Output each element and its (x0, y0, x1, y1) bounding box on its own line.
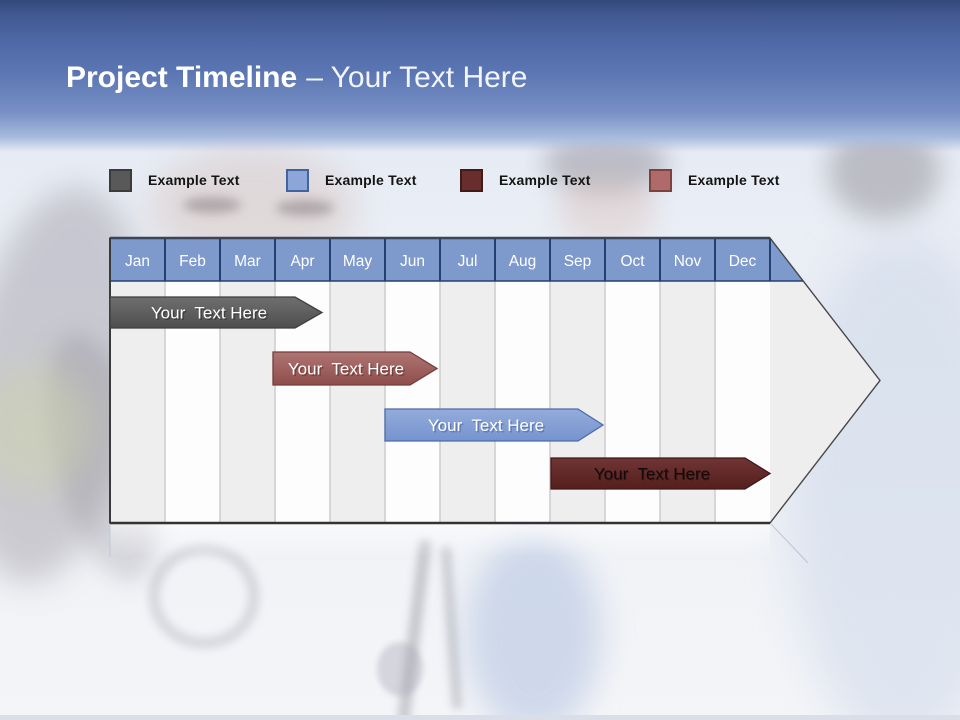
photo-blob-eye (183, 197, 241, 213)
legend-swatch-1 (286, 168, 309, 192)
photo-blob-eye (276, 200, 334, 216)
month-header-band (110, 238, 804, 281)
timeline-arrow-chart: Jan Feb Mar Apr May Jun Jul Aug Sep Oct … (109, 236, 881, 563)
task-bar-4-label: Your Text Here (594, 465, 710, 484)
task-bar-4-label-shadow: Your Text Here (595, 466, 711, 485)
task-bar-3-label-shadow: Your Text Here (429, 418, 545, 437)
page-title-suffix: – Your Text Here (306, 61, 528, 94)
legend-swatch-3 (649, 168, 672, 192)
task-bar-1-label: Your Text Here (151, 303, 267, 322)
task-bar-4 (550, 457, 772, 490)
arrow-head-area (770, 281, 880, 523)
reflection-diagonal (770, 523, 809, 563)
task-bar-1-label-shadow: Your Text Here (152, 305, 268, 324)
month-label: Aug (509, 253, 537, 270)
column-stripe (330, 281, 385, 523)
legend-swatch-0 (109, 168, 132, 192)
task-bar-3-label: Your Text Here (428, 416, 544, 435)
page-title-main: Project Timeline (66, 61, 298, 94)
month-label: Nov (674, 253, 702, 270)
legend-item: Example Text (109, 168, 240, 192)
month-label: May (343, 253, 373, 270)
month-label: Sep (564, 253, 592, 270)
column-stripe (440, 281, 495, 523)
month-label: Jul (458, 253, 478, 270)
task-bar-1 (109, 296, 324, 329)
month-label: Feb (179, 253, 206, 270)
month-label: Jun (400, 253, 425, 270)
photo-blob-stethoscope (440, 544, 463, 711)
photo-blob-face (558, 172, 656, 244)
legend-swatch-2 (460, 168, 483, 192)
legend-label: Example Text (688, 172, 780, 188)
photo-blob-scrubs (466, 535, 601, 720)
task-bar-2-label-shadow: Your Text Here (289, 361, 405, 380)
legend-label: Example Text (499, 172, 591, 188)
table-reflection (110, 524, 770, 557)
photo-blob-fob-watch (377, 642, 423, 696)
task-bar-3 (384, 408, 605, 442)
month-label: Jan (125, 253, 150, 270)
title-banner: Project Timeline– Your Text Here (0, 0, 960, 152)
month-label: Dec (729, 253, 757, 270)
page-title: Project Timeline– Your Text Here (66, 58, 527, 98)
legend-item: Example Text (649, 168, 780, 192)
legend-label: Example Text (148, 172, 240, 188)
task-bar-2 (272, 351, 439, 386)
legend-item: Example Text (460, 168, 591, 192)
task-bar-2-label: Your Text Here (288, 360, 404, 379)
month-label: Mar (234, 253, 261, 270)
month-label: Oct (620, 253, 645, 270)
photo-blob-bokeh (0, 365, 90, 490)
bottom-strip (0, 715, 960, 720)
legend-item: Example Text (286, 168, 417, 192)
month-label: Apr (290, 253, 314, 270)
legend-label: Example Text (325, 172, 417, 188)
